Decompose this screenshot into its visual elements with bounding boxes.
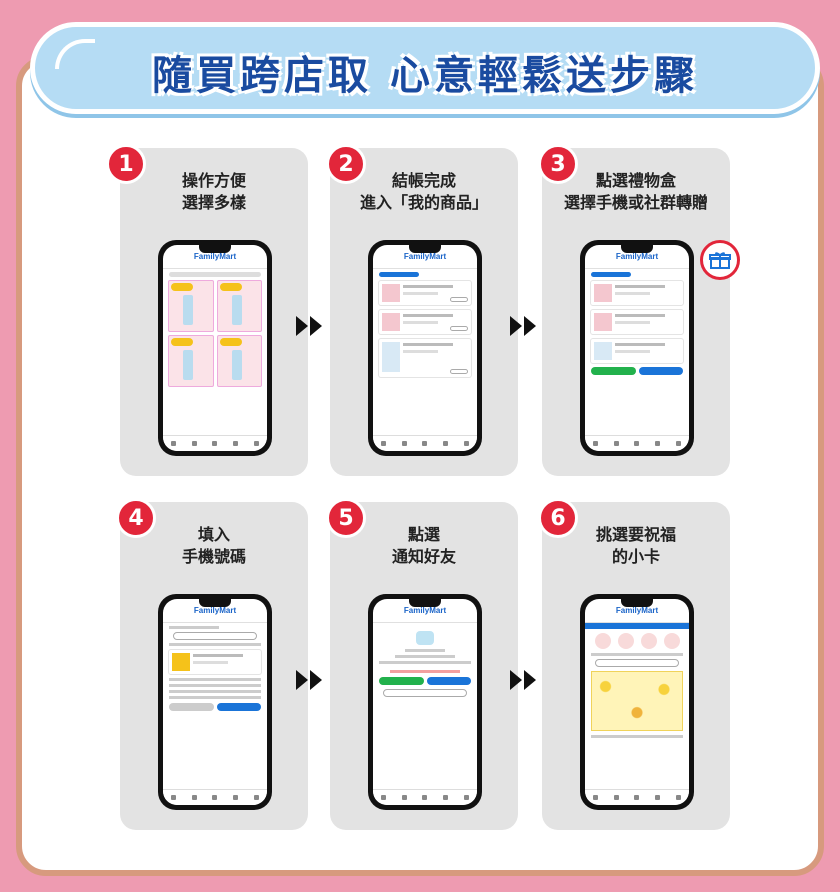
step-caption: 結帳完成 進入「我的商品」 — [359, 171, 488, 212]
phone-mockup: FamilyMart — [368, 240, 482, 456]
step-number: 1 — [106, 144, 146, 184]
next-arrow-icon — [510, 316, 536, 336]
phone-mockup: FamilyMart — [580, 594, 694, 810]
greeting-card-preview[interactable] — [591, 671, 683, 731]
next-arrow-icon — [296, 316, 322, 336]
gift-icon[interactable] — [700, 240, 740, 280]
my-products-screen: FamilyMart — [373, 245, 477, 451]
step-card-1: 1 操作方便 選擇多樣 FamilyMart — [106, 144, 308, 476]
notify-friend-screen: FamilyMart — [373, 599, 477, 805]
step-number: 6 — [538, 498, 578, 538]
step-card-5: 5 點選 通知好友 FamilyMart — [326, 498, 518, 830]
step-number: 5 — [326, 498, 366, 538]
page-title: 隨買跨店取 心意輕鬆送步驟 — [152, 53, 698, 99]
next-arrow-icon — [510, 670, 536, 690]
step-number: 4 — [116, 498, 156, 538]
step-caption: 填入 手機號碼 — [181, 525, 246, 566]
phone-number-screen: FamilyMart — [163, 599, 267, 805]
step-caption: 點選禮物盒 選擇手機或社群轉贈 — [563, 171, 708, 212]
familymart-logo: FamilyMart — [193, 252, 237, 261]
phone-mockup: FamilyMart — [158, 594, 272, 810]
gift-box-icon — [709, 252, 731, 269]
phone-mockup: FamilyMart — [368, 594, 482, 810]
step-number: 3 — [538, 144, 578, 184]
step-card-2: 2 結帳完成 進入「我的商品」 FamilyMart — [326, 144, 518, 476]
step-card-6: 6 挑選要祝福 的小卡 FamilyMart — [538, 498, 730, 830]
phone-mockup: FamilyMart — [580, 240, 694, 456]
phone-mockup: FamilyMart — [158, 240, 272, 456]
product-grid-screen: FamilyMart — [163, 245, 267, 451]
step-card-4: 4 填入 手機號碼 FamilyMart — [116, 498, 308, 830]
step-caption: 挑選要祝福 的小卡 — [595, 525, 676, 566]
gift-box-screen: FamilyMart — [585, 245, 689, 451]
next-arrow-icon — [296, 670, 322, 690]
step-caption: 操作方便 選擇多樣 — [181, 171, 246, 212]
step-card-3: 3 點選禮物盒 選擇手機或社群轉贈 FamilyMart — [538, 144, 740, 476]
greeting-card-screen: FamilyMart — [585, 599, 689, 805]
step-number: 2 — [326, 144, 366, 184]
step-caption: 點選 通知好友 — [391, 525, 456, 566]
title-banner: 隨買跨店取 心意輕鬆送步驟 — [30, 22, 820, 114]
